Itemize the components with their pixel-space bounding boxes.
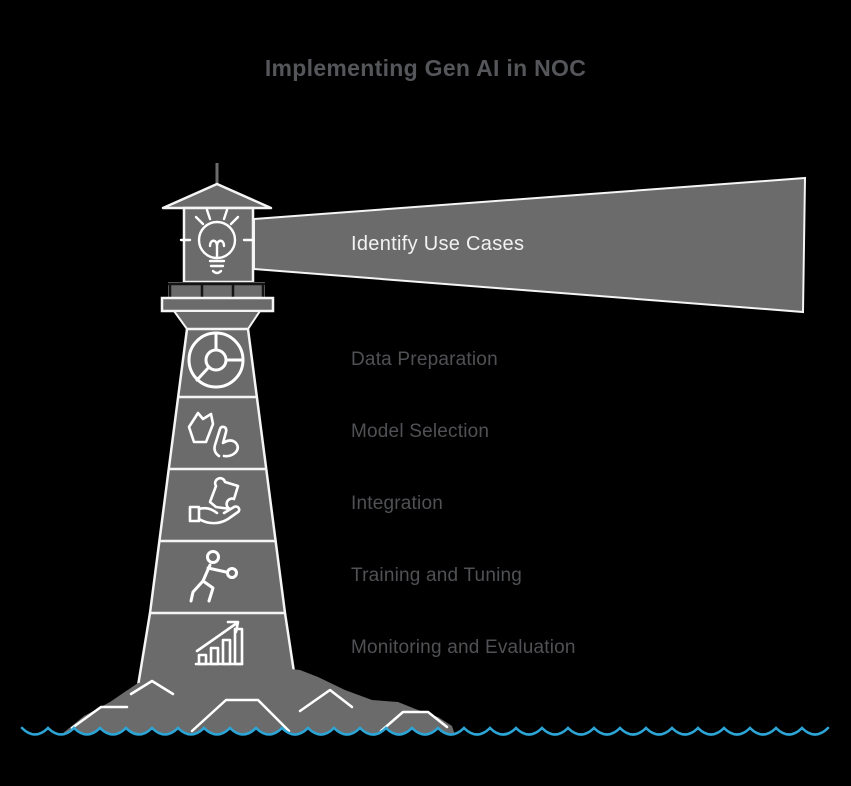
- light-beam: [253, 176, 807, 314]
- stage-label-training-and-tuning: Training and Tuning: [351, 565, 523, 586]
- waves: [20, 726, 830, 736]
- watch-room-neck: [172, 310, 262, 330]
- stage-label-data-preparation: Data Preparation: [351, 349, 498, 370]
- rocks: [57, 666, 456, 738]
- stage-label-model-selection: Model Selection: [351, 421, 490, 442]
- lighthouse-roof: [161, 182, 273, 210]
- gallery-platform: [160, 296, 275, 313]
- lightbulb-icon: [179, 208, 255, 275]
- stage-label-identify-use-cases: Identify Use Cases: [351, 233, 525, 255]
- tower-tier-lines: [150, 395, 285, 615]
- knight-select-icon: [187, 411, 240, 458]
- stage-label-integration: Integration: [351, 493, 443, 514]
- lantern-room: [182, 206, 255, 284]
- puzzle-hand-icon: [188, 476, 241, 525]
- pie-chart-icon: [187, 331, 245, 389]
- stage-label-monitoring-and-evaluation: Monitoring and Evaluation: [351, 637, 576, 658]
- growth-chart-icon: [194, 620, 244, 666]
- exercise-icon: [189, 550, 238, 603]
- gallery-railing: [168, 282, 265, 299]
- water-mask: [22, 728, 828, 755]
- page-title: Implementing Gen AI in NOC: [264, 55, 587, 81]
